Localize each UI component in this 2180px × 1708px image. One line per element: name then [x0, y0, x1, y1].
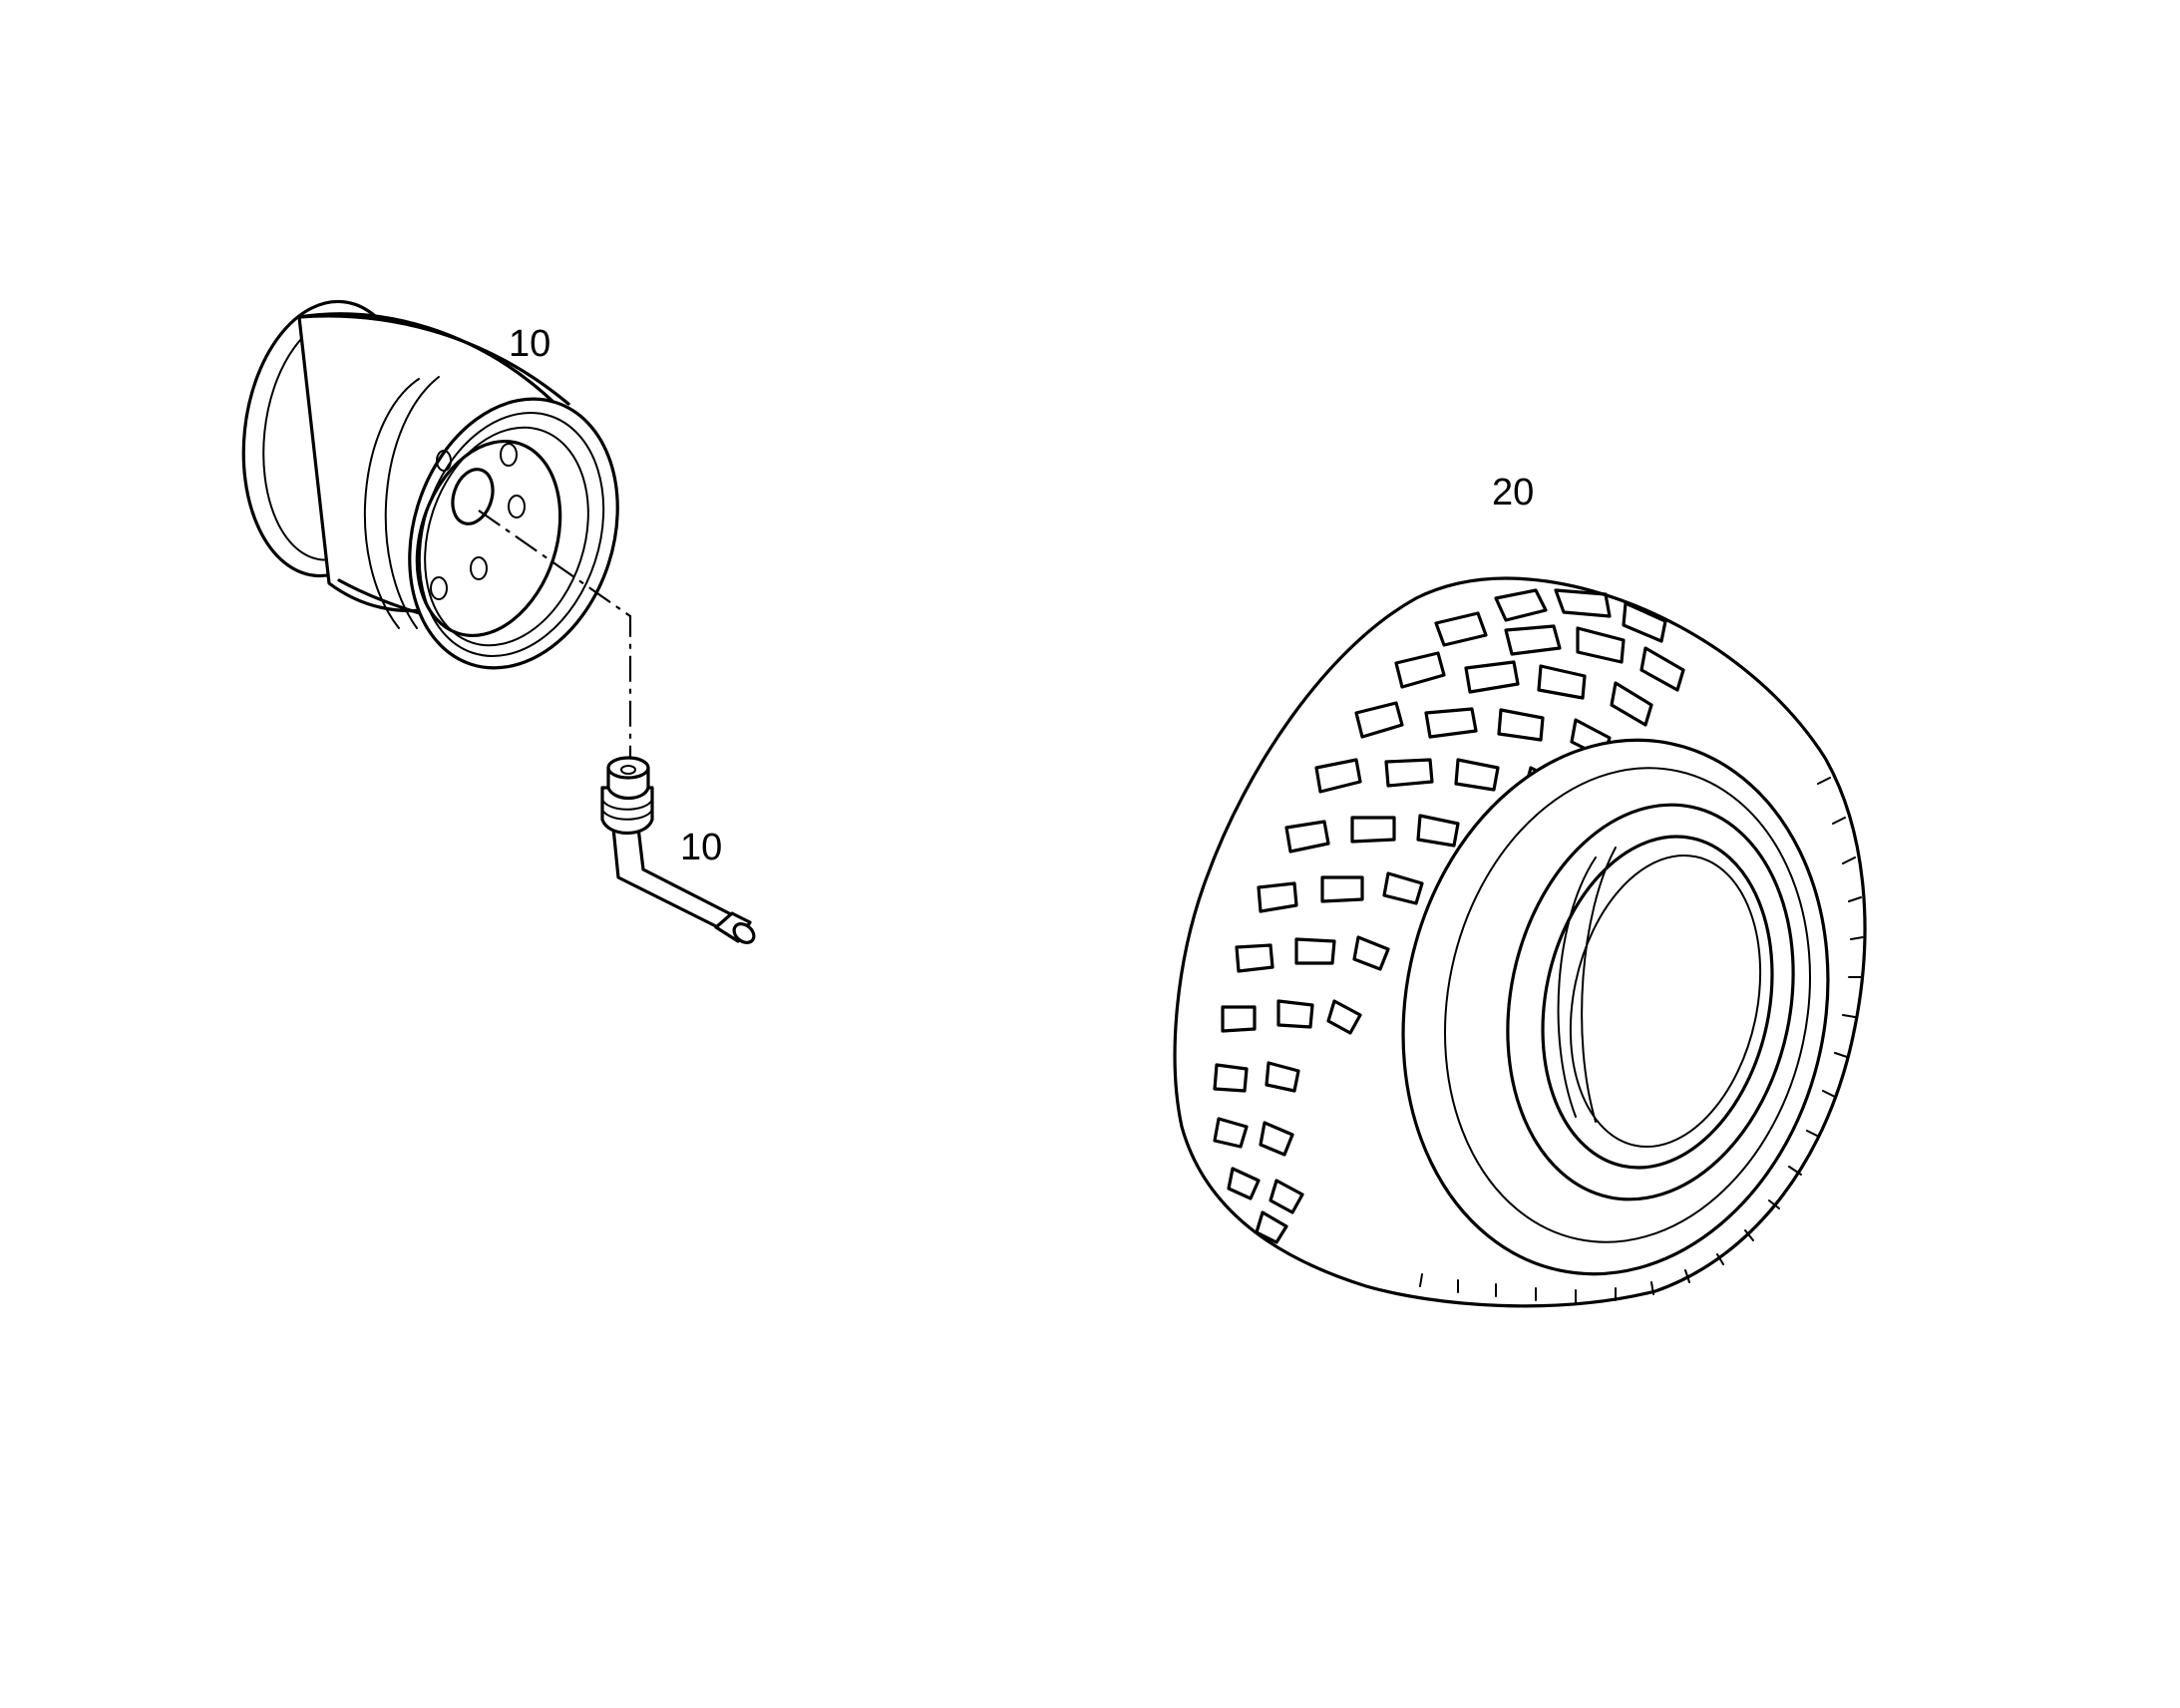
tyre-valve-icon: [600, 756, 756, 944]
tyre-icon: [1173, 576, 1867, 1308]
tread-notches: [1419, 777, 1864, 1303]
callout-rim: 10: [509, 323, 550, 365]
wheel-rim-icon: [241, 299, 619, 670]
callout-valve: 10: [680, 827, 722, 868]
assembly-line: [478, 510, 632, 768]
callout-tyre: 20: [1492, 472, 1534, 513]
tread-lugs: [1213, 588, 1685, 1244]
